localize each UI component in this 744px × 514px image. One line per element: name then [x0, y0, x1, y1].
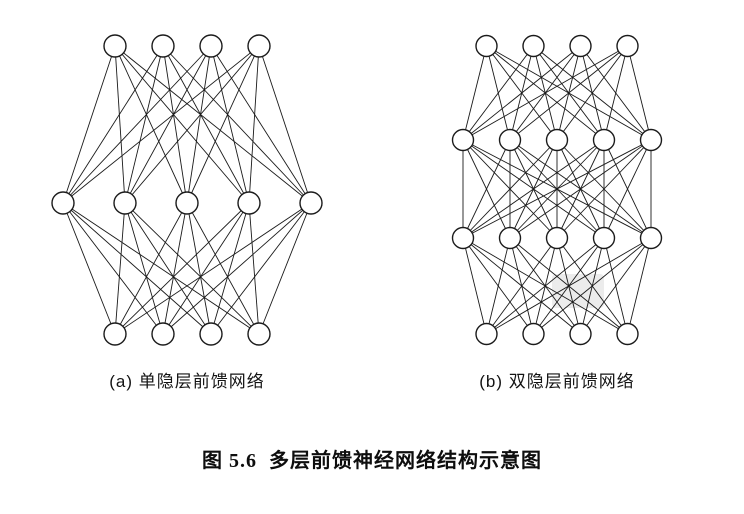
- network-a: (a) 单隐层前馈网络: [22, 18, 352, 392]
- network-a-diagram: [51, 34, 323, 346]
- figure-caption: 图 5.6 多层前馈神经网络结构示意图: [0, 444, 744, 473]
- network-b: (b) 双隐层前馈网络: [392, 18, 722, 392]
- network-b-label: (b) 双隐层前馈网络: [479, 372, 635, 391]
- network-b-diagram: [451, 34, 663, 346]
- network-a-label: (a) 单隐层前馈网络: [109, 372, 265, 391]
- figure-number: 图 5.6: [202, 450, 257, 472]
- diagrams-row: (a) 单隐层前馈网络 (b) 双隐层前馈网络: [0, 18, 744, 392]
- figure-title: 多层前馈神经网络结构示意图: [269, 450, 542, 472]
